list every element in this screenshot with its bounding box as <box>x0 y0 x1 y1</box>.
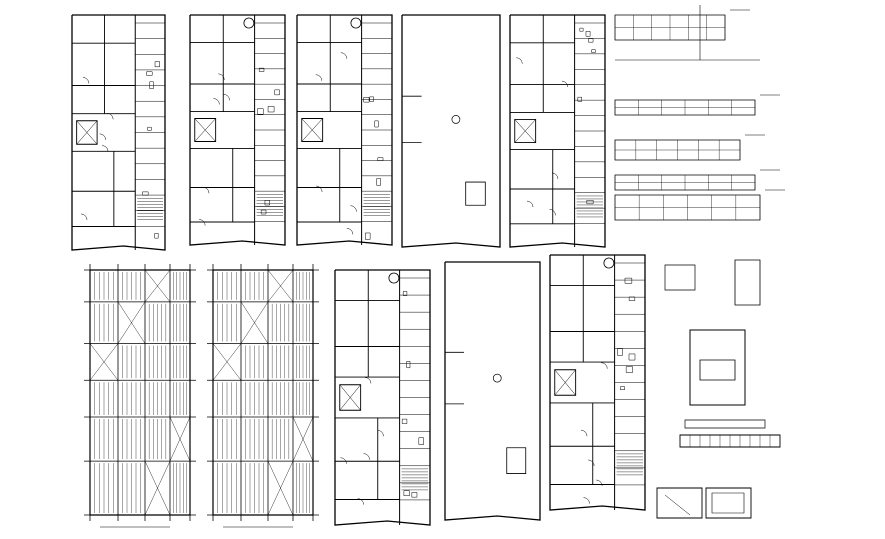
floor-plan-6 <box>550 255 645 510</box>
floor-plan-3 <box>297 15 392 245</box>
framing-plan-1 <box>84 264 196 527</box>
floor-plan-5 <box>335 270 430 525</box>
floor-plan-4 <box>510 15 605 247</box>
floor-plan-1 <box>72 15 165 250</box>
floor-plan-2 <box>190 15 285 245</box>
roof-plan-2 <box>445 262 540 520</box>
footing-details <box>657 260 780 518</box>
framing-plan-2 <box>207 264 319 527</box>
roof-plan-1 <box>402 15 500 247</box>
section-details <box>615 5 785 220</box>
